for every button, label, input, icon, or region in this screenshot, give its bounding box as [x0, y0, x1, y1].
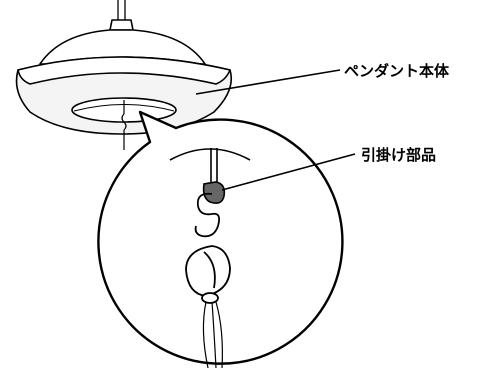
hanging-hook-part	[202, 181, 226, 204]
hook-rod	[210, 148, 218, 184]
leader-pendant-body	[195, 69, 341, 95]
leader-hanging-part	[221, 153, 356, 191]
pendant-body-label: ペンダント本体	[344, 62, 450, 80]
ceiling-hole-arc	[169, 148, 251, 161]
s-hook	[194, 192, 221, 238]
pendant-body	[15, 19, 233, 135]
cord-knot	[185, 245, 231, 304]
magnifier-callout	[97, 110, 344, 365]
lower-cords	[202, 301, 223, 369]
small-hook-detail	[121, 100, 127, 150]
ceiling-cords	[117, 0, 126, 20]
hanging-part-label: 引掛け部品	[361, 146, 437, 164]
